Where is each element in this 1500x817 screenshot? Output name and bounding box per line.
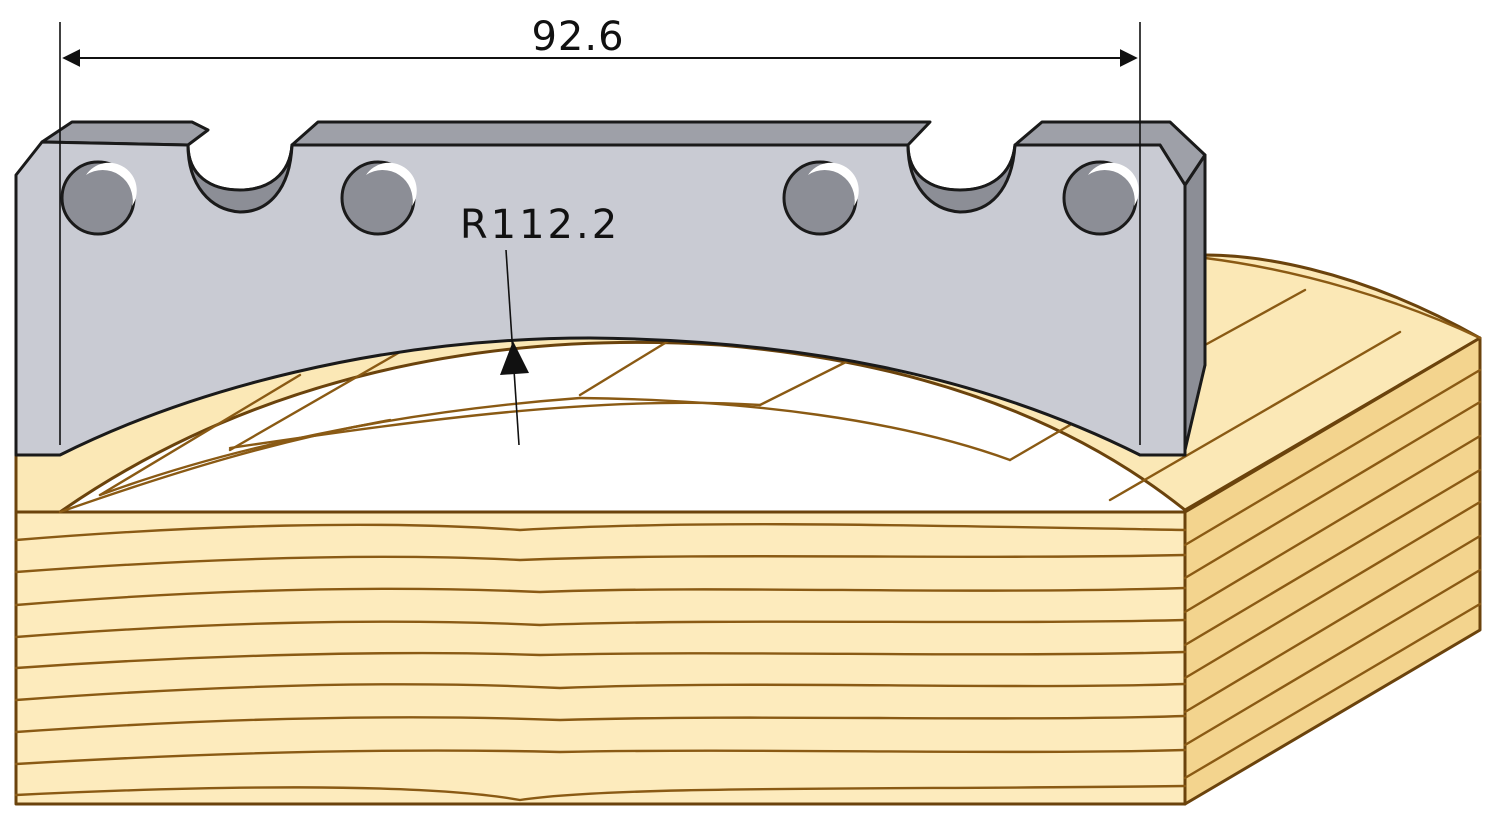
wood-side-grain xyxy=(1183,368,1482,780)
mounting-hole-4 xyxy=(1062,160,1139,236)
width-dimension: 92.6 xyxy=(59,14,1141,445)
radius-arrowhead xyxy=(500,341,529,375)
knife-top-bevel-middle xyxy=(290,120,932,147)
mounting-hole-2 xyxy=(340,160,417,236)
knife-holes xyxy=(60,160,1139,236)
mounting-hole-3 xyxy=(782,160,859,236)
wood-front-grain xyxy=(14,523,1187,802)
knife-blade xyxy=(14,120,1207,457)
radius-dimension: R112.2 xyxy=(460,202,620,446)
radius-dimension-label: R112.2 xyxy=(460,202,620,248)
wood-block xyxy=(14,253,1482,806)
mounting-hole-1 xyxy=(60,160,137,236)
knife-notch-left xyxy=(186,143,294,214)
wood-top-grain xyxy=(58,256,1482,514)
width-dimension-label: 92.6 xyxy=(531,14,624,60)
wood-side-face xyxy=(1183,336,1482,806)
knife-notch-right xyxy=(906,143,1017,214)
